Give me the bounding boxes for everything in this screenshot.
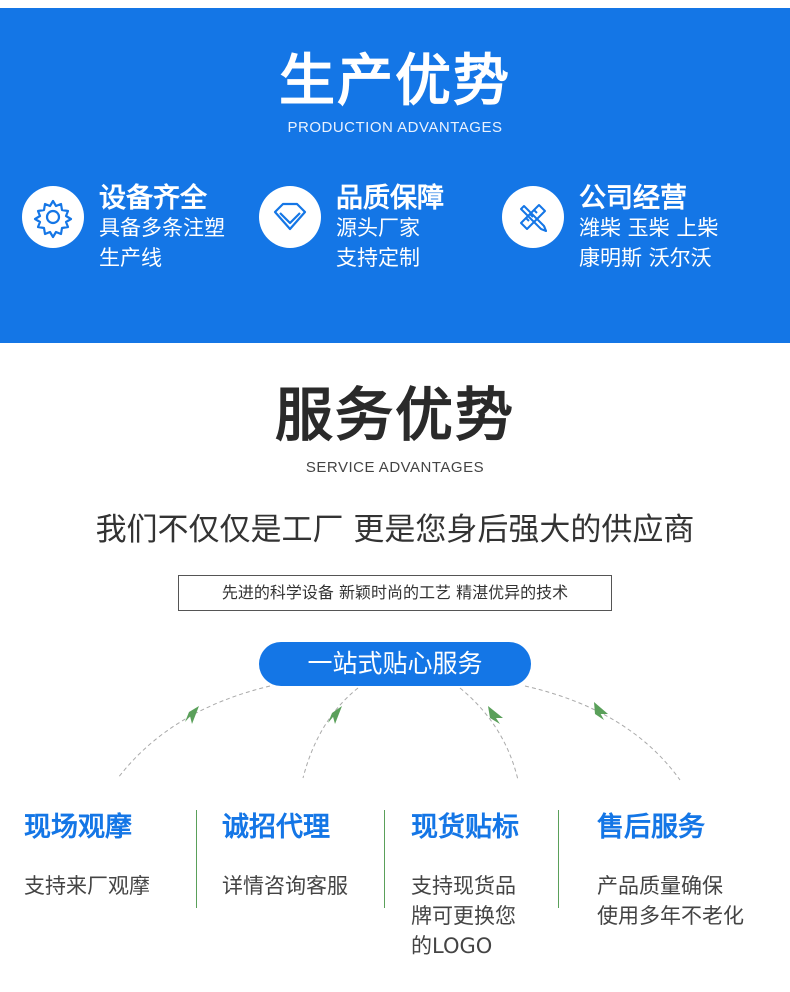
column-title: 现场观摩 [24, 812, 132, 843]
service-title: 服务优势 [274, 381, 515, 449]
column-title: 现货贴标 [411, 812, 519, 843]
column-title: 售后服务 [597, 812, 705, 843]
feature-line: 康明斯 沃尔沃 [579, 246, 712, 270]
arrow-icon [328, 706, 342, 724]
feature-line: 支持定制 [336, 246, 420, 270]
service-column-labeling: 现货贴标 支持现货品 牌可更换您 的LOGO [411, 812, 519, 958]
gear-icon [22, 186, 84, 248]
diamond-icon [259, 186, 321, 248]
service-column-visit: 现场观摩 支持来厂观摩 [24, 812, 150, 898]
feature-title: 设备齐全 [99, 183, 207, 214]
boxed-slogan: 先进的科学设备 新颖时尚的工艺 精湛优异的技术 [178, 575, 612, 611]
production-subtitle: PRODUCTION ADVANTAGES [287, 119, 503, 136]
column-divider [558, 810, 559, 908]
feature-line: 生产线 [99, 246, 162, 270]
feature-title: 品质保障 [336, 183, 444, 214]
production-title: 生产优势 [279, 49, 511, 114]
one-stop-service-pill: 一站式贴心服务 [259, 642, 531, 686]
column-divider [384, 810, 385, 908]
pencil-ruler-icon [502, 186, 564, 248]
column-divider [196, 810, 197, 908]
service-subtitle: SERVICE ADVANTAGES [305, 459, 485, 476]
arrow-icon [488, 706, 503, 724]
service-tagline: 我们不仅仅是工厂 更是您身后强大的供应商 [95, 512, 695, 548]
column-line: 牌可更换您 [411, 904, 516, 928]
arrow-icon [185, 706, 199, 724]
feature-line: 具备多条注塑 [99, 216, 225, 240]
column-line: 支持来厂观摩 [24, 874, 150, 898]
feature-line: 源头厂家 [336, 216, 420, 240]
production-banner: 生产优势 PRODUCTION ADVANTAGES 设备齐全 具备多条注塑 生… [0, 8, 790, 343]
service-column-agent: 诚招代理 详情咨询客服 [222, 812, 348, 898]
column-line: 的LOGO [411, 934, 493, 958]
column-line: 支持现货品 [411, 874, 516, 898]
feature-title: 公司经营 [579, 183, 687, 214]
column-line: 使用多年不老化 [597, 904, 744, 928]
column-line: 详情咨询客服 [222, 874, 348, 898]
arrow-icon [594, 702, 608, 720]
connector-arcs [117, 685, 681, 781]
column-line: 产品质量确保 [597, 874, 723, 898]
feature-line: 潍柴 玉柴 上柴 [579, 216, 719, 240]
column-title: 诚招代理 [222, 812, 330, 843]
service-column-after-sales: 售后服务 产品质量确保 使用多年不老化 [597, 812, 744, 928]
